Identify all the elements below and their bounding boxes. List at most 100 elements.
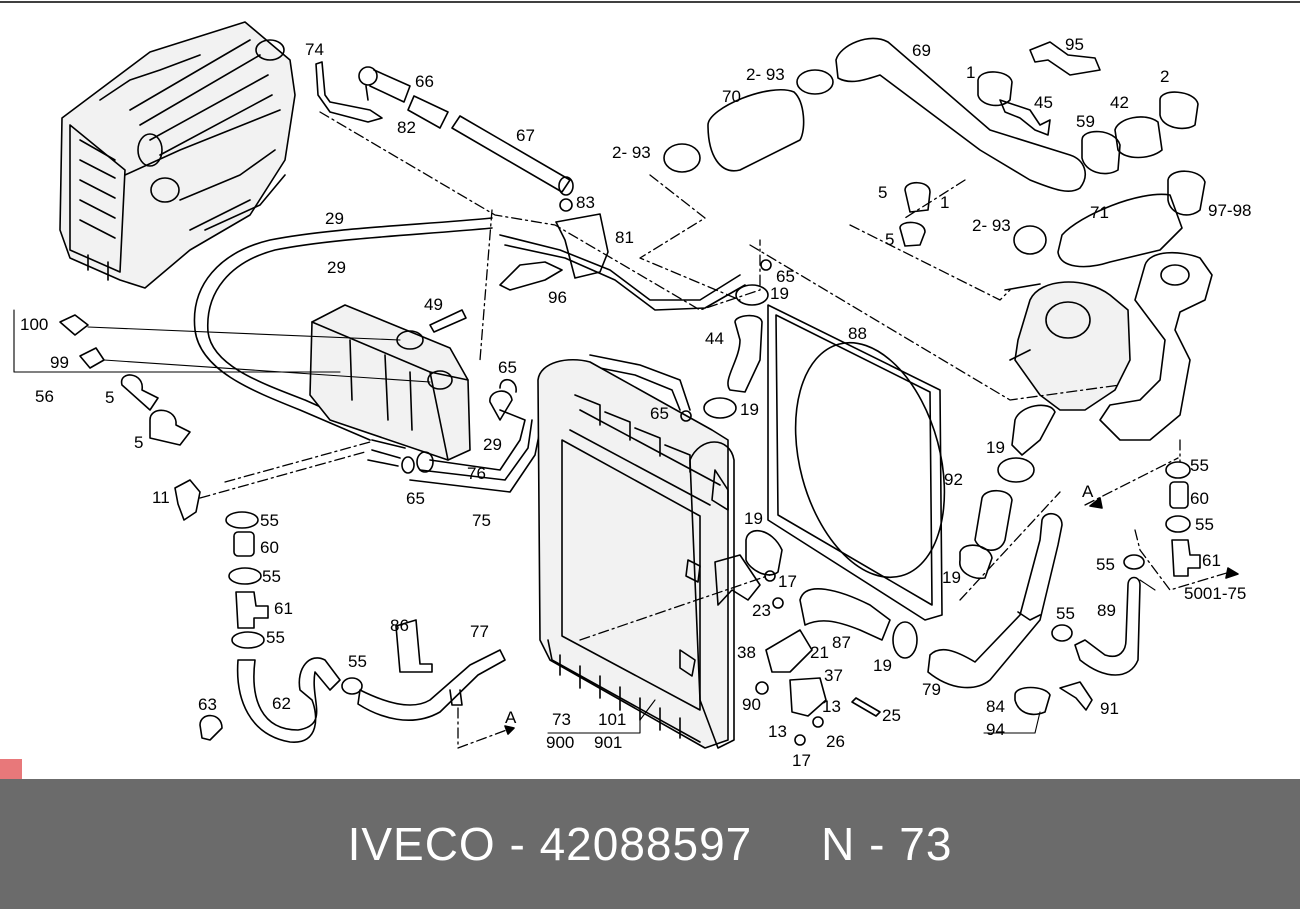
label-100: 100 <box>20 315 48 334</box>
label-38: 38 <box>737 643 756 662</box>
label-65c: 65 <box>776 267 795 286</box>
label-81: 81 <box>615 228 634 247</box>
label-84: 84 <box>986 697 1005 716</box>
label-19d: 19 <box>744 509 763 528</box>
label-55e: 55 <box>1056 604 1075 623</box>
label-19e: 19 <box>942 568 961 587</box>
hose-92 <box>974 489 1013 551</box>
label-900: 900 <box>546 733 574 752</box>
label-17a: 17 <box>778 572 797 591</box>
clamp-19c <box>745 529 783 576</box>
label-92: 92 <box>944 470 963 489</box>
clamp-293-right <box>1013 225 1047 255</box>
clip-11 <box>174 479 201 521</box>
bracket-23 <box>714 554 761 606</box>
pipe-69 <box>835 37 1086 192</box>
label-5001: 5001-75 <box>1184 584 1246 603</box>
label-96: 96 <box>548 288 567 307</box>
label-62: 62 <box>272 694 291 713</box>
label-55a: 55 <box>260 511 279 530</box>
label-66: 66 <box>415 72 434 91</box>
label-9798: 97-98 <box>1208 201 1251 220</box>
clamp-55b <box>228 567 262 585</box>
bracket-86 <box>395 619 433 673</box>
label-55c: 55 <box>266 628 285 647</box>
label-60a: 60 <box>260 538 279 557</box>
label-75: 75 <box>472 511 491 530</box>
hose-42 <box>1114 116 1163 159</box>
label-37: 37 <box>824 666 843 685</box>
label-25: 25 <box>882 706 901 725</box>
label-45: 45 <box>1034 93 1053 112</box>
clamp-5-pair <box>904 181 931 213</box>
label-13a: 13 <box>822 697 841 716</box>
label-87: 87 <box>832 633 851 652</box>
label-88: 88 <box>848 324 867 343</box>
label-65d: 65 <box>650 404 669 423</box>
corner-marker <box>0 759 22 779</box>
label-74: 74 <box>305 40 324 59</box>
bracket-37 <box>789 677 827 717</box>
tee-61b <box>1171 539 1201 577</box>
label-42: 42 <box>1110 93 1129 112</box>
label-1a: 1 <box>966 63 975 82</box>
pipe-60b <box>1169 481 1189 509</box>
label-5c: 5 <box>878 183 887 202</box>
bracket-45 <box>999 99 1051 136</box>
part-number-caption: IVECO - 42088597 N - 73 <box>347 818 953 870</box>
label-61b: 61 <box>1202 551 1221 570</box>
label-5a: 5 <box>105 388 114 407</box>
hose-44 <box>727 314 763 393</box>
label-17b: 17 <box>792 751 811 770</box>
label-73: 73 <box>552 710 571 729</box>
label-1b: 1 <box>940 193 949 212</box>
hose-62 <box>236 657 341 743</box>
label-79: 79 <box>922 680 941 699</box>
label-90: 90 <box>742 695 761 714</box>
clamp-1 <box>977 71 1013 107</box>
label-60b: 60 <box>1190 489 1209 508</box>
label-65b: 65 <box>406 489 425 508</box>
label-86: 86 <box>390 616 409 635</box>
hose-70 <box>707 89 805 172</box>
label-901: 901 <box>594 733 622 752</box>
clamp-9798 <box>1167 170 1206 216</box>
bracket-81 <box>555 213 609 279</box>
clip-63 <box>199 714 223 741</box>
label-56: 56 <box>35 387 54 406</box>
bracket-74 <box>315 61 383 123</box>
clamp-55c <box>231 631 265 649</box>
label-29a: 29 <box>325 209 344 228</box>
label-11: 11 <box>152 488 170 507</box>
label-21: 21 <box>810 643 829 662</box>
clip-5a <box>121 374 159 411</box>
engine-block-drawing <box>59 21 296 289</box>
label-19a: 19 <box>770 284 789 303</box>
bracket-91 <box>1059 681 1093 711</box>
bolt-25 <box>851 697 881 717</box>
bracket-96 <box>499 261 563 291</box>
clamp-19b <box>703 397 737 419</box>
label-293c: 2- 93 <box>972 216 1011 235</box>
label-83: 83 <box>576 193 595 212</box>
clamp-59 <box>1081 130 1121 175</box>
clamp-293-left <box>663 143 701 173</box>
label-91: 91 <box>1100 699 1119 718</box>
pipe-89 <box>1074 576 1141 676</box>
gasket-99 <box>79 347 105 369</box>
label-293a: 2- 93 <box>746 65 785 84</box>
tee-61a <box>235 591 269 629</box>
label-76: 76 <box>467 464 486 483</box>
clamp-19-top <box>735 284 769 306</box>
label-77: 77 <box>470 622 489 641</box>
pipe-79 <box>927 512 1063 689</box>
label-2: 2 <box>1160 67 1169 86</box>
label-19c: 19 <box>986 438 1005 457</box>
label-89: 89 <box>1097 601 1116 620</box>
label-70: 70 <box>722 87 741 106</box>
bracket-95 <box>1029 41 1101 76</box>
bracket-21-38 <box>765 629 813 673</box>
pipe-60a <box>233 531 255 557</box>
arrow-label-a1: A <box>505 708 517 727</box>
clamp-19e <box>997 457 1035 483</box>
